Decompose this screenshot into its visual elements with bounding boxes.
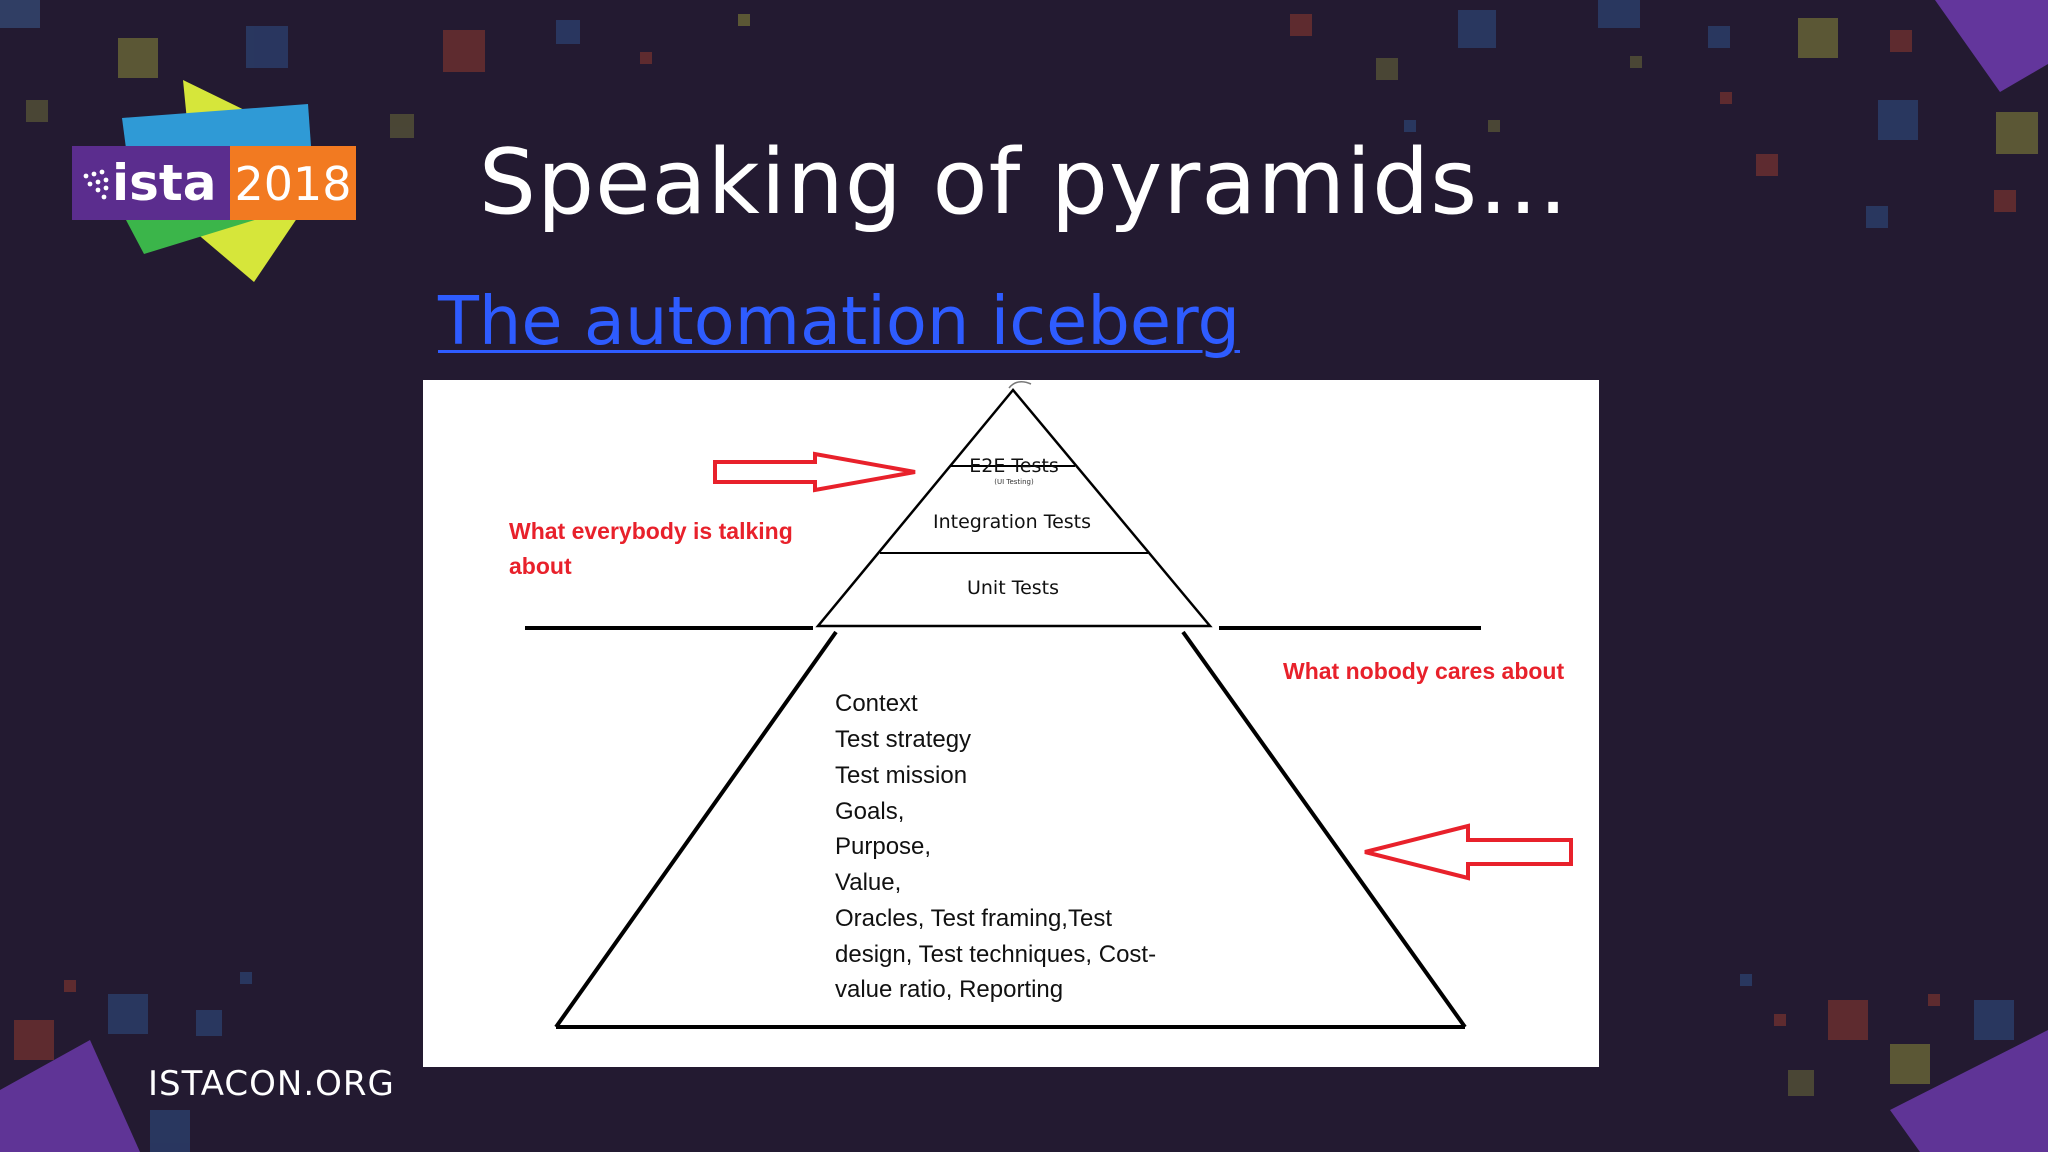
list-item: Goals, [835,798,904,825]
bottom-items-list: Context Test strategy Test mission Goals… [835,690,1156,1003]
ista-2018-logo: ista 2018 [68,76,368,286]
unit-tests-label: Unit Tests [967,577,1059,599]
iceberg-diagram: E2E Tests (UI Testing) Integration Tests… [423,380,1599,1067]
slide-title: Speaking of pyramids… [478,130,1570,235]
top-pyramid [815,381,1213,628]
logo-year-text: 2018 [234,157,351,211]
logo-mark-icon [83,169,109,200]
e2e-tests-label: E2E Tests [969,455,1058,477]
e2e-tests-sublabel: (UI Testing) [994,478,1034,486]
bottom-pyramid [554,630,1467,1029]
arrow-right-icon [713,451,916,493]
annotation-left-line-2: about [509,553,572,579]
list-item: value ratio, Reporting [835,976,1063,1003]
annotation-right: What nobody cares about [1283,658,1564,684]
list-item: Purpose, [835,833,931,860]
logo-brand-text: ista [112,154,217,212]
list-item: design, Test techniques, Cost- [835,941,1156,968]
list-item: Test strategy [835,726,971,753]
list-item: Context [835,690,918,717]
list-item: Oracles, Test framing,Test [835,905,1112,932]
annotation-left-line-1: What everybody is talking [509,518,793,544]
integration-tests-label: Integration Tests [933,511,1091,533]
list-item: Test mission [835,762,967,789]
arrow-left-icon [1364,823,1573,881]
list-item: Value, [835,869,901,896]
footer-site: ISTACON.ORG [148,1064,395,1104]
automation-iceberg-link[interactable]: The automation iceberg [438,282,1240,360]
